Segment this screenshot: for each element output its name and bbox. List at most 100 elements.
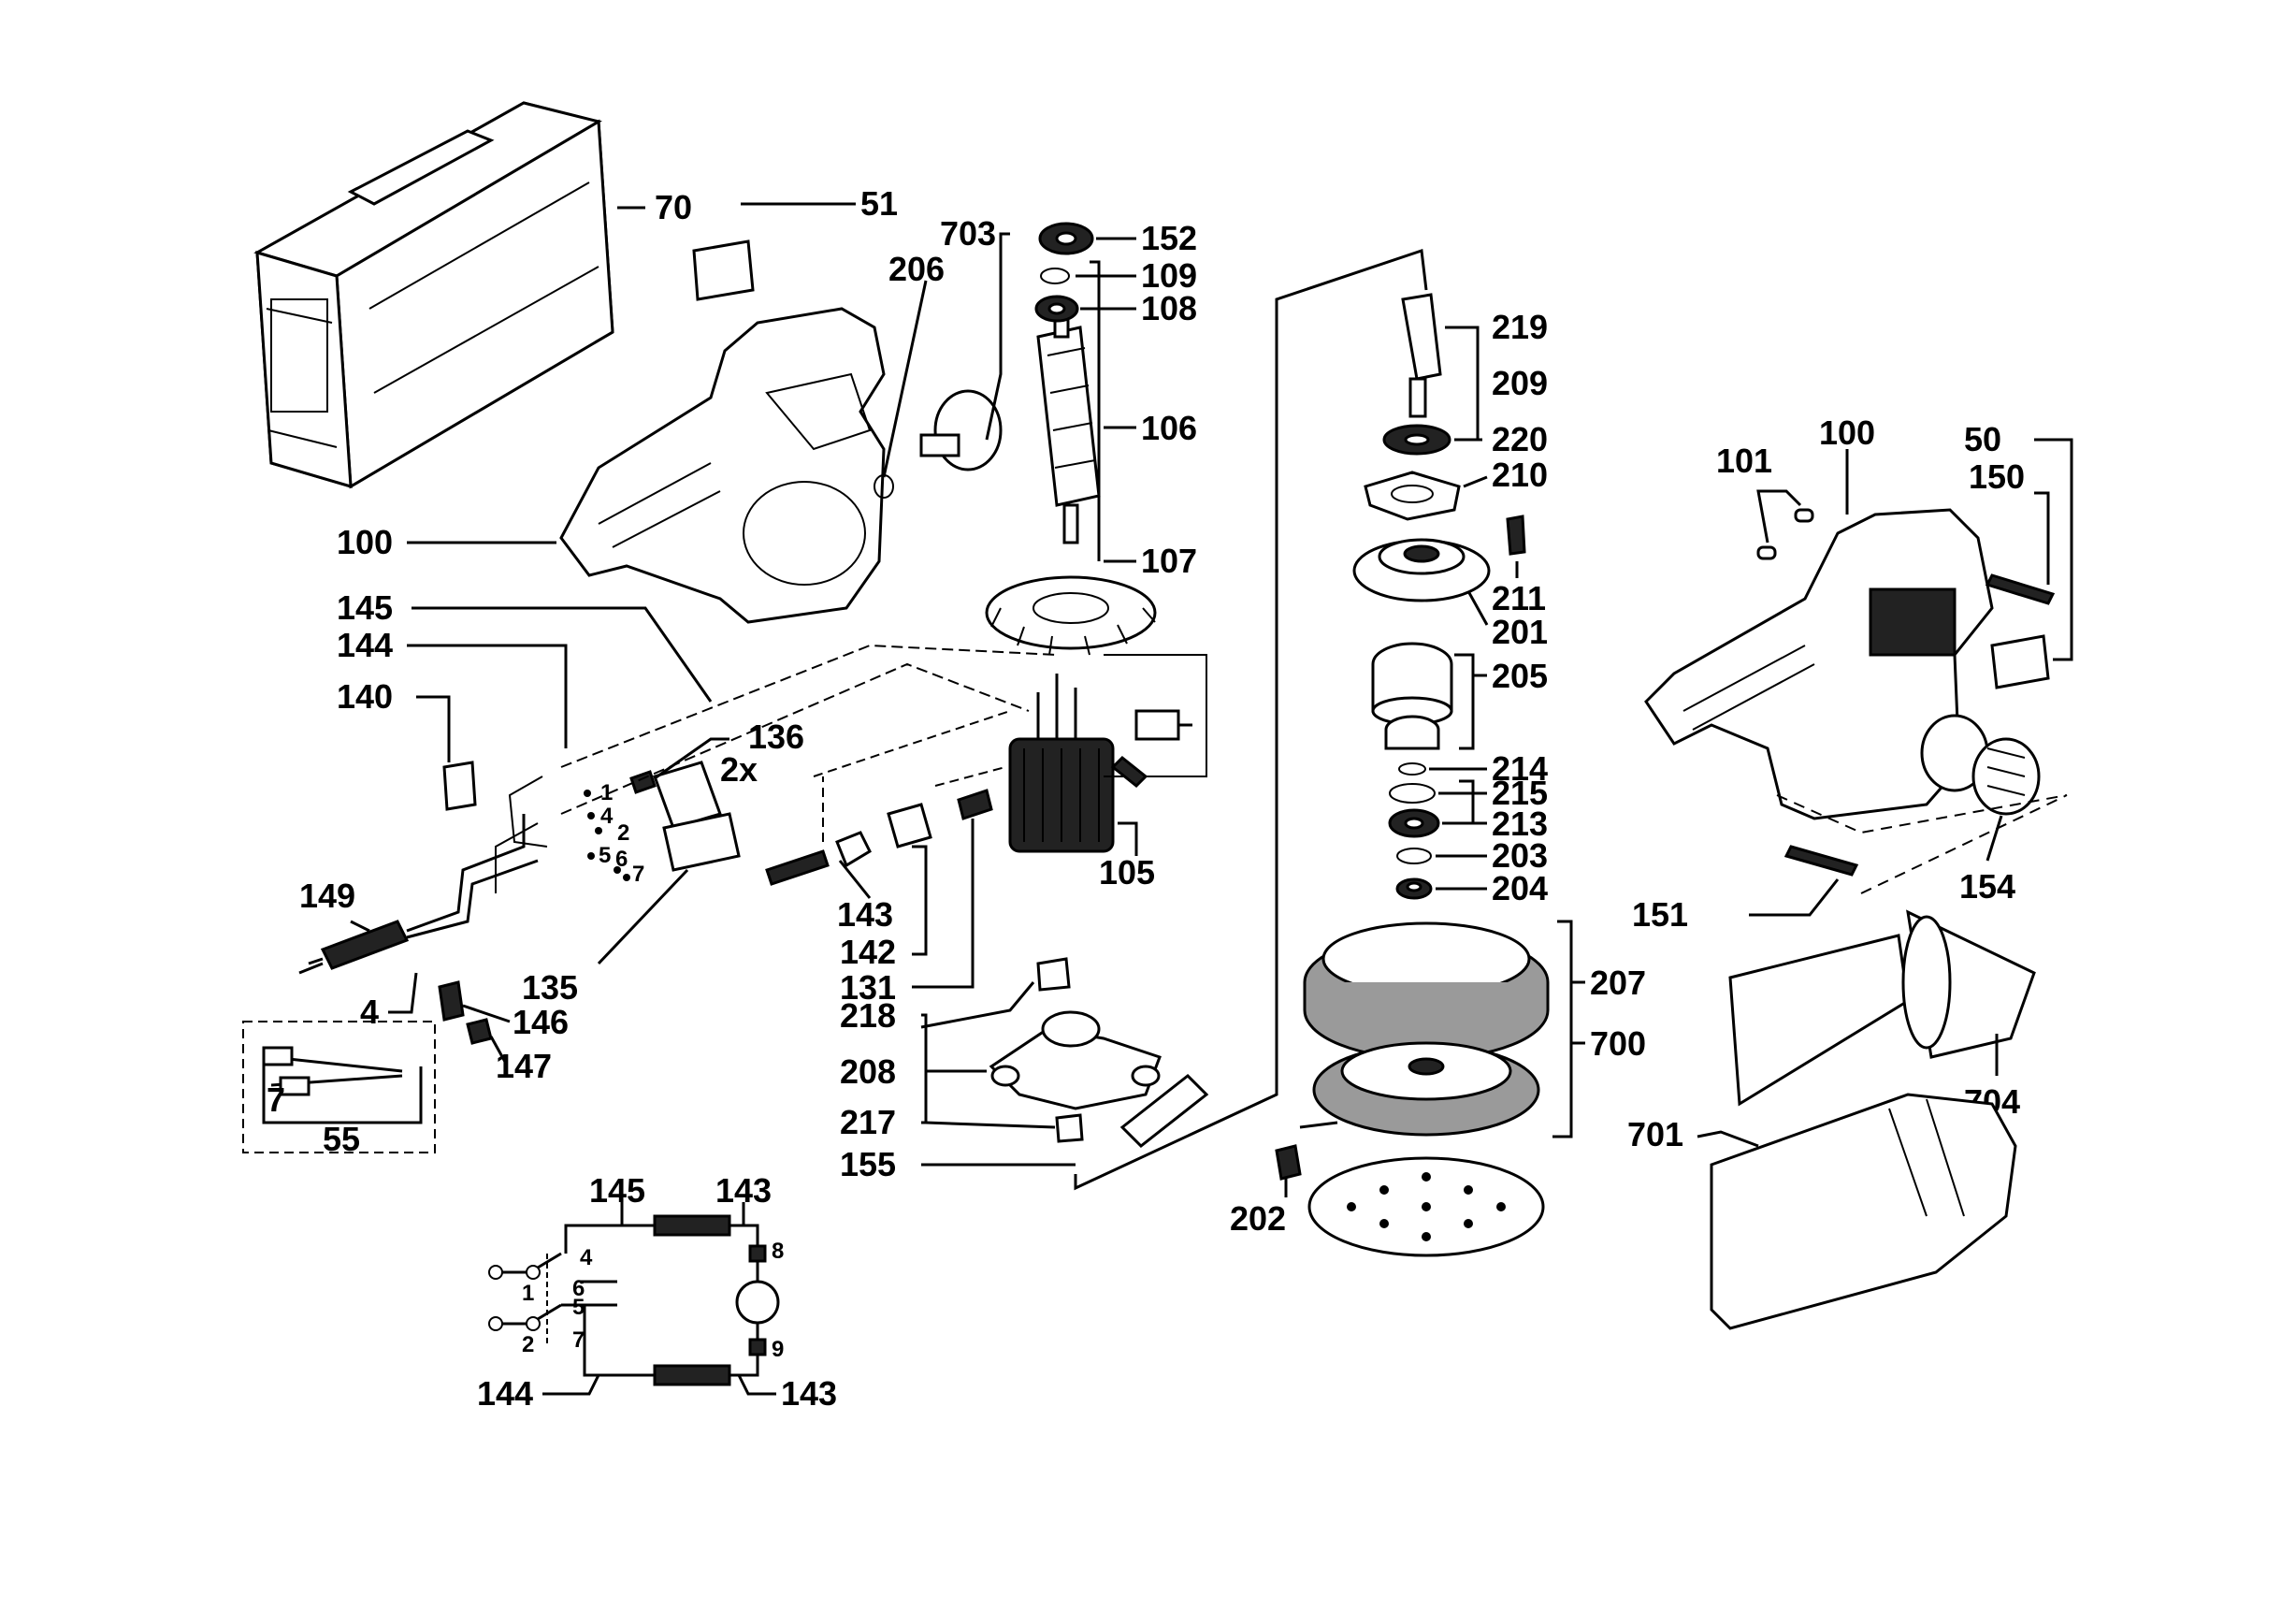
spindle-219 <box>1401 293 1442 418</box>
label-107: 107 <box>1141 542 1197 580</box>
label-201: 201 <box>1492 613 1548 651</box>
label-215: 215 <box>1492 774 1548 812</box>
label-154: 154 <box>1959 867 2015 906</box>
ring-215 <box>1389 783 1436 804</box>
label-146: 146 <box>513 1003 569 1041</box>
sleeve-155 <box>1119 1073 1209 1149</box>
screw-151 <box>1783 845 1859 877</box>
wiring-label-144: 144 <box>477 1374 533 1413</box>
label-135: 135 <box>522 968 578 1007</box>
label-140: 140 <box>337 677 393 716</box>
pad-ring-207 <box>1303 921 1550 1061</box>
bushing-217 <box>1055 1113 1084 1143</box>
label-109: 109 <box>1141 256 1197 295</box>
label-143: 143 <box>837 895 893 934</box>
label-147: 147 <box>496 1047 552 1085</box>
armature-106 <box>1036 307 1101 544</box>
label-144: 144 <box>337 626 393 664</box>
nut-204 <box>1395 877 1433 900</box>
label-106: 106 <box>1141 409 1197 447</box>
label-206: 206 <box>888 250 945 288</box>
wiring-terminal-2: 2 <box>522 1332 534 1357</box>
label-plate-50 <box>1990 634 2050 689</box>
housing-half-100 <box>559 307 886 624</box>
clamp-146 <box>438 980 465 1022</box>
brush-131 <box>957 789 993 820</box>
pin-101a <box>1794 508 1814 523</box>
counterweight-205 <box>1371 642 1453 726</box>
cable-149 <box>298 814 539 975</box>
screw-202 <box>1275 1144 1302 1181</box>
label-217: 217 <box>840 1103 896 1141</box>
screw-150 <box>1985 573 2056 605</box>
label-50: 50 <box>1964 420 2001 458</box>
wiring-terminal-8: 8 <box>772 1239 784 1264</box>
brush-143 <box>835 831 872 868</box>
label-207: 207 <box>1590 964 1646 1002</box>
label-101: 101 <box>1716 442 1772 480</box>
label-136: 136 <box>748 718 804 756</box>
label-151: 151 <box>1632 895 1688 934</box>
connector-plug <box>1134 709 1180 741</box>
dust-frame-704 <box>1728 909 2036 1107</box>
label-218: 218 <box>840 996 896 1035</box>
fan-baffle-206 <box>874 389 1003 499</box>
carrying-case-70 <box>253 101 614 489</box>
housing-half-100-right <box>1644 508 1994 820</box>
label-145: 145 <box>337 588 393 627</box>
dust-port-154 <box>1920 714 2041 816</box>
terminal-4: 4 <box>600 804 614 829</box>
label-100-left: 100 <box>337 523 393 561</box>
label-plate-51 <box>692 239 755 301</box>
label-211: 211 <box>1492 579 1546 617</box>
terminal-2: 2 <box>617 820 629 846</box>
label-202: 202 <box>1230 1199 1286 1238</box>
label-149: 149 <box>299 877 355 915</box>
dashed-box-55 <box>242 1021 436 1153</box>
label-100-right: 100 <box>1819 413 1875 452</box>
brush-holder-142 <box>887 803 932 848</box>
screw-211 <box>1506 515 1526 556</box>
bearing-housing-201 <box>1352 538 1491 602</box>
label-51: 51 <box>860 184 898 223</box>
label-213: 213 <box>1492 805 1548 843</box>
label-55: 55 <box>323 1120 360 1158</box>
washer-109 <box>1040 268 1070 284</box>
terminal-5: 5 <box>599 843 611 868</box>
label-70: 70 <box>655 188 692 226</box>
label-219: 219 <box>1492 308 1548 346</box>
label-105: 105 <box>1099 853 1155 892</box>
wiring-terminal-1: 1 <box>522 1281 534 1306</box>
washer-214 <box>1398 762 1426 776</box>
wiring-label-145: 145 <box>589 1171 645 1210</box>
label-701: 701 <box>1627 1115 1683 1153</box>
wiring-terminal-7: 7 <box>572 1327 585 1353</box>
wiring-terminal-5: 5 <box>572 1295 585 1320</box>
washer-203 <box>1396 848 1432 864</box>
dust-bag-701 <box>1710 1093 2017 1330</box>
stator-105 <box>1008 674 1115 853</box>
label-203: 203 <box>1492 836 1548 875</box>
bearing-220 <box>1382 424 1451 456</box>
label-4: 4 <box>360 993 379 1031</box>
cable-end-left <box>1110 755 1148 789</box>
label-700: 700 <box>1590 1024 1646 1063</box>
label-142: 142 <box>840 933 896 971</box>
wiring-label-143-top: 143 <box>715 1171 772 1210</box>
wiring-diagram <box>488 1214 780 1386</box>
label-209: 209 <box>1492 364 1548 402</box>
label-131: 131 <box>840 968 896 1007</box>
label-214: 214 <box>1492 749 1548 788</box>
terminal-7: 7 <box>632 862 644 887</box>
wiring-terminal-9: 9 <box>772 1337 784 1362</box>
fan-107 <box>985 575 1157 656</box>
gear-housing-208 <box>989 1010 1162 1110</box>
label-2x: 2x <box>720 750 758 789</box>
bearing-213 <box>1388 808 1440 838</box>
sanding-disc <box>1307 1156 1545 1257</box>
screw-147 <box>466 1018 493 1045</box>
sanding-pad-700 <box>1312 1041 1540 1137</box>
wiring-terminal-6: 6 <box>572 1276 585 1301</box>
plate-210 <box>1364 471 1461 521</box>
